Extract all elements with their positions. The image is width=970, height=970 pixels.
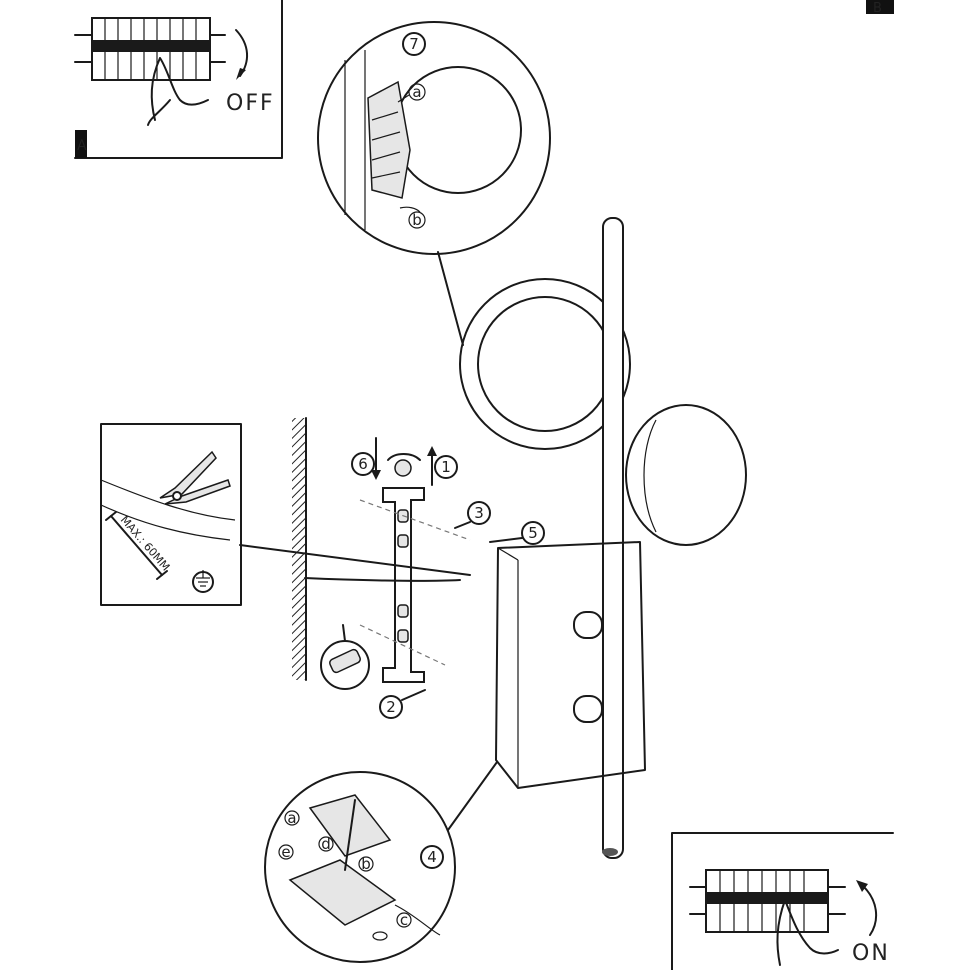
detail4-b-label: b <box>361 855 371 873</box>
detail4-c-label: c <box>400 911 408 929</box>
detail4-e-label: e <box>281 843 290 861</box>
step-5-label: 5 <box>528 524 538 542</box>
breaker-icon <box>74 17 226 81</box>
breaker-icon <box>689 869 846 933</box>
dowel-detail <box>320 624 370 690</box>
detail4-a-label: a <box>287 809 296 827</box>
wall-section <box>292 417 307 681</box>
corner-letter-a: A <box>77 138 87 154</box>
mounting-bracket <box>382 459 425 683</box>
corner-badge: B <box>866 0 894 16</box>
off-panel: A OFF <box>74 0 283 159</box>
step-3-label: 3 <box>474 504 484 522</box>
on-label: ON <box>852 941 890 966</box>
detail-4-magnifier: a e d b c 4 <box>264 761 498 963</box>
detail-7-magnifier: 7 a b <box>317 21 551 346</box>
mounting-box <box>495 541 646 789</box>
ground-symbol-icon <box>192 570 214 593</box>
step-1-label: 1 <box>441 458 451 476</box>
on-arrow-icon <box>861 884 878 936</box>
cable-panel: MAX.: 60MM <box>100 423 242 606</box>
corner-letter-b: B <box>873 1 882 16</box>
pliers-icon <box>159 450 231 505</box>
lamp-pole <box>602 217 624 859</box>
hand-icon <box>147 57 209 126</box>
on-panel: ON <box>671 832 894 970</box>
lamp-assembly <box>459 217 747 859</box>
step-7-label: 7 <box>409 35 419 53</box>
step-b-label: b <box>412 211 422 229</box>
step-6-label: 6 <box>358 455 368 473</box>
step-2-label: 2 <box>386 698 396 716</box>
off-label: OFF <box>226 91 275 116</box>
hand-icon <box>776 899 839 966</box>
step-4-label: 4 <box>427 848 437 866</box>
corner-tab <box>75 130 87 158</box>
screw-icon <box>394 459 412 477</box>
step-a-label: a <box>412 83 421 101</box>
detail4-d-label: d <box>321 835 331 853</box>
